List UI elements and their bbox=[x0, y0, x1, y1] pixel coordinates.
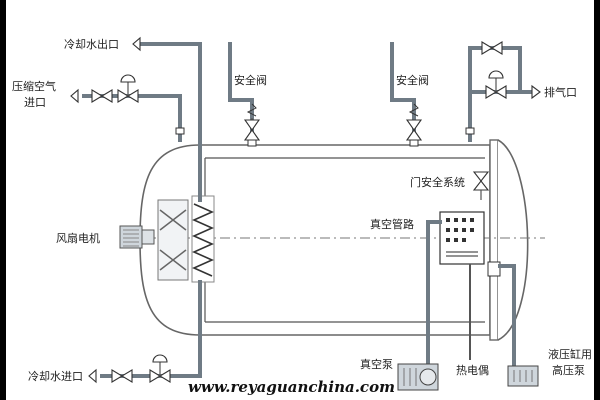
diagram-canvas: 冷却水出口 压缩空气 进口 安全阀 安全阀 排气口 门安全系统 真空管路 风扇电… bbox=[6, 0, 594, 400]
label-compressed-air-2: 进口 bbox=[24, 96, 46, 109]
label-safety-valve-left: 安全阀 bbox=[234, 73, 267, 87]
fan-motor bbox=[119, 199, 189, 281]
label-hydraulic-pump-1: 液压缸用 bbox=[548, 347, 592, 361]
label-safety-valve-right: 安全阀 bbox=[396, 73, 429, 87]
label-thermocouple: 热电偶 bbox=[456, 364, 489, 377]
label-exhaust-port: 排气口 bbox=[544, 85, 577, 99]
vacuum-control-panel bbox=[426, 211, 485, 374]
cooling-water-outlet-pipe bbox=[132, 36, 202, 202]
hydraulic-pump bbox=[487, 261, 539, 387]
label-fan-motor: 风扇电机 bbox=[56, 231, 100, 245]
label-cooling-water-inlet: 冷却水进口 bbox=[28, 370, 83, 383]
label-compressed-air-1: 压缩空气 bbox=[12, 79, 56, 93]
vacuum-pump bbox=[397, 363, 439, 391]
exhaust-pipe bbox=[465, 41, 541, 142]
safety-valve-right bbox=[390, 42, 423, 147]
safety-valve-left bbox=[228, 42, 261, 147]
label-hydraulic-pump-2: 高压泵 bbox=[552, 363, 585, 377]
label-door-safety-system: 门安全系统 bbox=[410, 175, 465, 189]
label-vacuum-pipeline: 真空管路 bbox=[370, 217, 414, 231]
compressed-air-pipe bbox=[70, 74, 185, 142]
watermark-text: www.reyaguanchina.com bbox=[188, 378, 395, 396]
heat-exchanger-coil bbox=[191, 195, 215, 283]
label-cooling-water-outlet: 冷却水出口 bbox=[64, 37, 119, 51]
cooling-water-inlet-pipe bbox=[88, 280, 202, 384]
label-vacuum-pump: 真空泵 bbox=[360, 357, 393, 371]
door-safety-system bbox=[472, 171, 490, 200]
autoclave-diagram: 冷却水出口 压缩空气 进口 安全阀 安全阀 排气口 门安全系统 真空管路 风扇电… bbox=[12, 36, 592, 396]
